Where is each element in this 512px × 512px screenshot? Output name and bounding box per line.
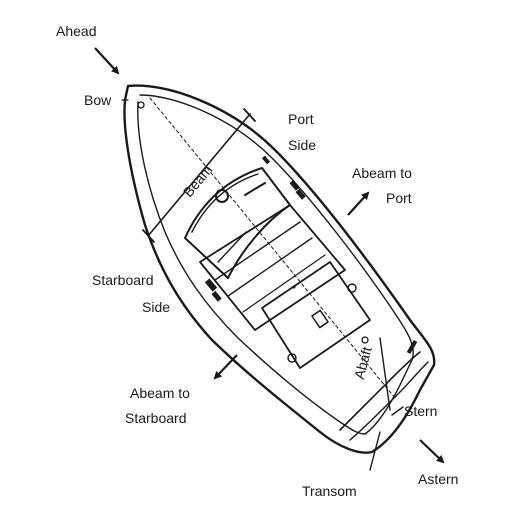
label-abaft: Abaft: [351, 345, 375, 381]
transom-leader: [369, 431, 381, 471]
label-port-side-2: Side: [288, 137, 316, 153]
boat-hull: [123, 84, 436, 454]
label-abeam-port-2: Port: [386, 190, 412, 206]
label-abeam-starboard-2: Starboard: [125, 410, 186, 426]
label-bow: Bow: [84, 92, 112, 108]
astern-arrow: [419, 439, 445, 464]
label-beam: Beam: [180, 162, 216, 200]
abaft-dimension: [379, 337, 391, 411]
stern-leader: [391, 406, 404, 416]
label-abeam-port-1: Abeam to: [352, 165, 412, 181]
label-port-side-1: Port: [288, 111, 314, 127]
ahead-arrow: [94, 47, 120, 75]
label-astern: Astern: [418, 471, 458, 487]
cockpit: [137, 101, 418, 369]
label-ahead: Ahead: [56, 23, 96, 39]
label-transom: Transom: [302, 483, 357, 499]
label-abeam-starboard-1: Abeam to: [130, 385, 190, 401]
label-starboard-side-2: Side: [142, 299, 170, 315]
beam-dimension: [142, 108, 256, 243]
label-stern: Stern: [404, 403, 437, 419]
abeam-port-arrow: [347, 191, 370, 216]
label-starboard-side-1: Starboard: [92, 272, 153, 288]
abeam-starboard-arrow: [213, 354, 238, 380]
